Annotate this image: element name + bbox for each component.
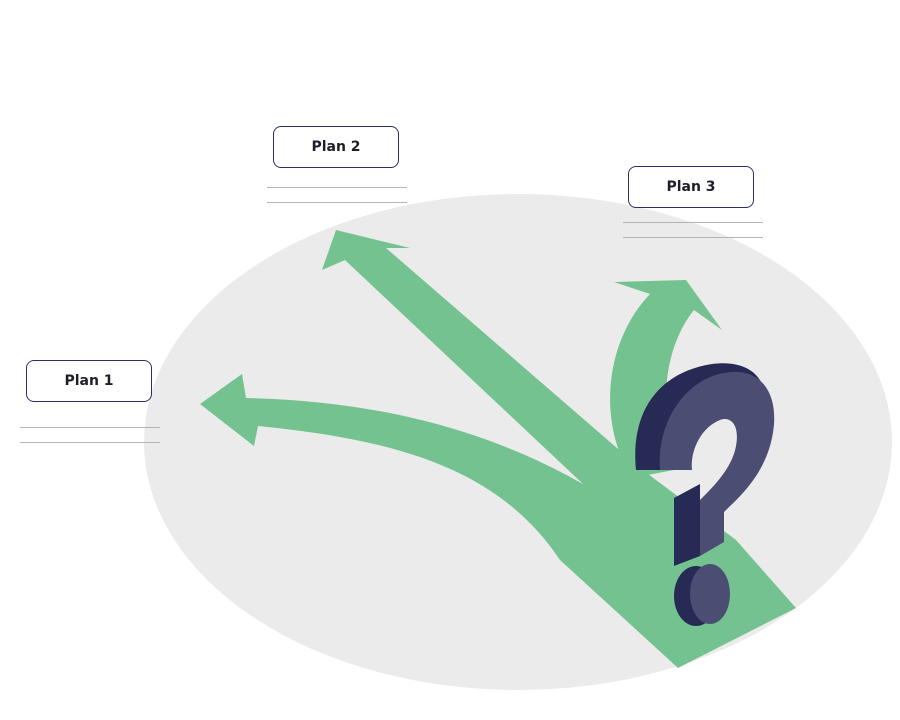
plan-2-label: Plan 2 bbox=[311, 139, 361, 155]
plan-3-box: Plan 3 bbox=[628, 166, 754, 208]
plan-3-placeholder-lines bbox=[623, 222, 763, 240]
plan-2-placeholder-lines bbox=[267, 187, 407, 205]
plan-1-label: Plan 1 bbox=[64, 373, 114, 389]
plan-2-box: Plan 2 bbox=[273, 126, 399, 168]
plan-3-label: Plan 3 bbox=[666, 179, 716, 195]
placeholder-line bbox=[267, 187, 407, 188]
arrow-plan-1 bbox=[200, 374, 640, 560]
placeholder-line bbox=[623, 237, 763, 238]
placeholder-line bbox=[20, 442, 160, 443]
plan-1-placeholder-lines bbox=[20, 427, 160, 445]
placeholder-line bbox=[20, 427, 160, 428]
question-mark-icon bbox=[635, 363, 775, 626]
arrow-plan-3 bbox=[610, 280, 722, 478]
placeholder-line bbox=[267, 202, 407, 203]
placeholder-line bbox=[623, 222, 763, 223]
plan-1-box: Plan 1 bbox=[26, 360, 152, 402]
